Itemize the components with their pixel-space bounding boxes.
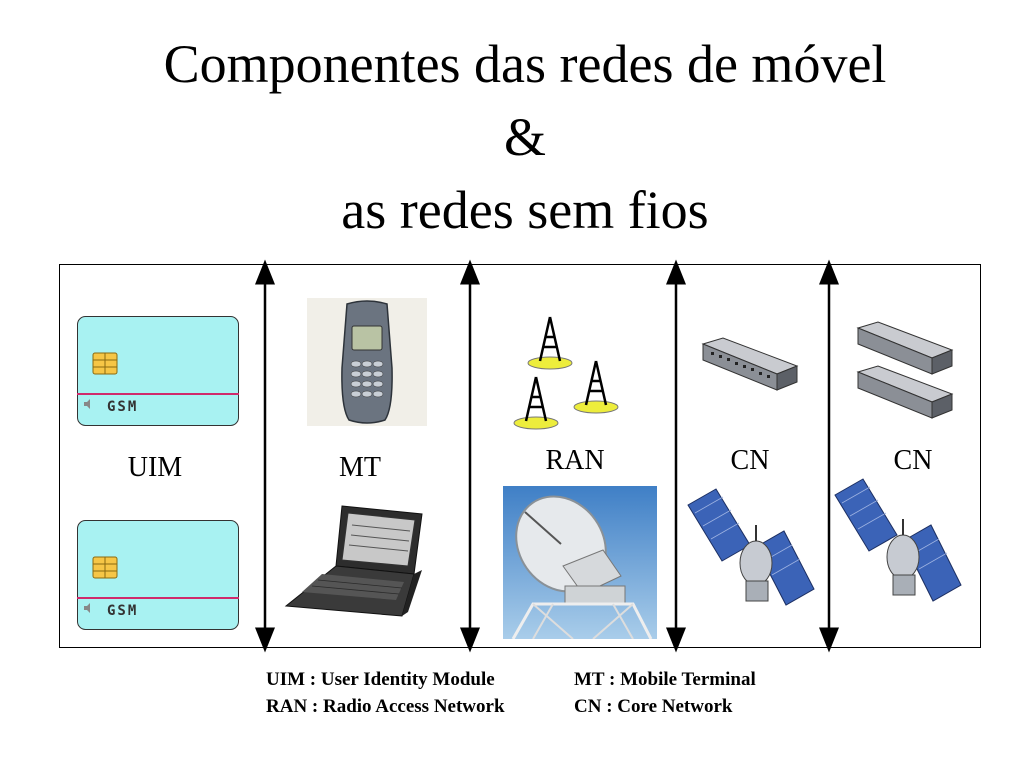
satellite-dish-icon: [503, 486, 657, 639]
sim-card-top: GSM: [77, 316, 239, 426]
satellite-icon: [687, 488, 815, 606]
laptop-icon: [284, 505, 423, 617]
sim-card-bottom: GSM: [77, 520, 239, 630]
legend-mt: MT : Mobile Terminal: [574, 669, 756, 690]
sim-brand: GSM: [107, 399, 138, 415]
label-mt: MT: [339, 452, 381, 483]
title-line-3: as redes sem fios: [341, 180, 709, 240]
network-switch-icon: [856, 365, 954, 419]
network-switches-icon: [856, 321, 954, 419]
speaker-icon: [84, 399, 90, 409]
sim-chip-icon: [92, 556, 118, 579]
label-cn-1: CN: [730, 445, 770, 476]
antenna-tower: [573, 360, 619, 414]
legend-uim: UIM : User Identity Module: [266, 669, 495, 690]
title-line-1: Componentes das redes de móvel: [163, 34, 887, 94]
network-switch-icon: [856, 321, 954, 375]
label-cn-2: CN: [893, 445, 933, 476]
antenna-tower: [513, 376, 559, 430]
title-line-2: &: [503, 107, 546, 167]
speaker-icon: [84, 603, 90, 613]
diagram-frame: [59, 264, 981, 648]
slide-title: Componentes das redes de móvel & as rede…: [0, 28, 1024, 247]
satellite-icon: [834, 478, 962, 602]
label-uim: UIM: [127, 452, 183, 483]
legend-cn: CN : Core Network: [574, 696, 733, 717]
antenna-towers-icon: [513, 316, 619, 430]
sim-brand: GSM: [107, 603, 138, 619]
mobile-phone-icon: [307, 298, 427, 426]
antenna-tower: [527, 316, 573, 370]
label-ran: RAN: [545, 445, 605, 476]
sim-chip-icon: [92, 352, 118, 375]
network-switch-icon: [701, 337, 799, 391]
legend-ran: RAN : Radio Access Network: [266, 696, 505, 717]
